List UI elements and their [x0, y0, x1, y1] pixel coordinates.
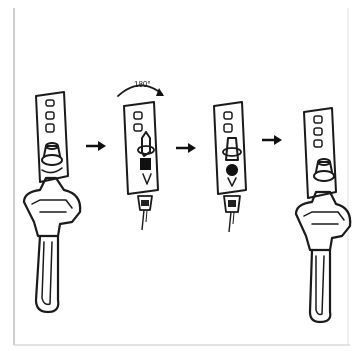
rotation-angle-label: 180° — [134, 80, 151, 89]
wrench-tightened-fixture-icon — [296, 108, 350, 322]
arrow-1 — [86, 141, 106, 151]
wrench-holding-fixture-icon — [24, 92, 80, 312]
arrow-right-icon — [262, 135, 282, 145]
arrow-right-icon — [176, 143, 196, 153]
fixture-with-clamp-icon — [214, 102, 246, 232]
arrow-right-icon — [86, 141, 106, 151]
step-1-wrench-on-fixture — [24, 92, 80, 312]
step-2-fixture-rotated: 180° — [118, 80, 164, 230]
rotated-fixture-icon — [124, 102, 158, 230]
arrow-2 — [176, 143, 196, 153]
step-3-fixture-clamped — [214, 102, 246, 232]
arrow-3 — [262, 135, 282, 145]
step-4-wrench-tightened — [296, 108, 350, 322]
